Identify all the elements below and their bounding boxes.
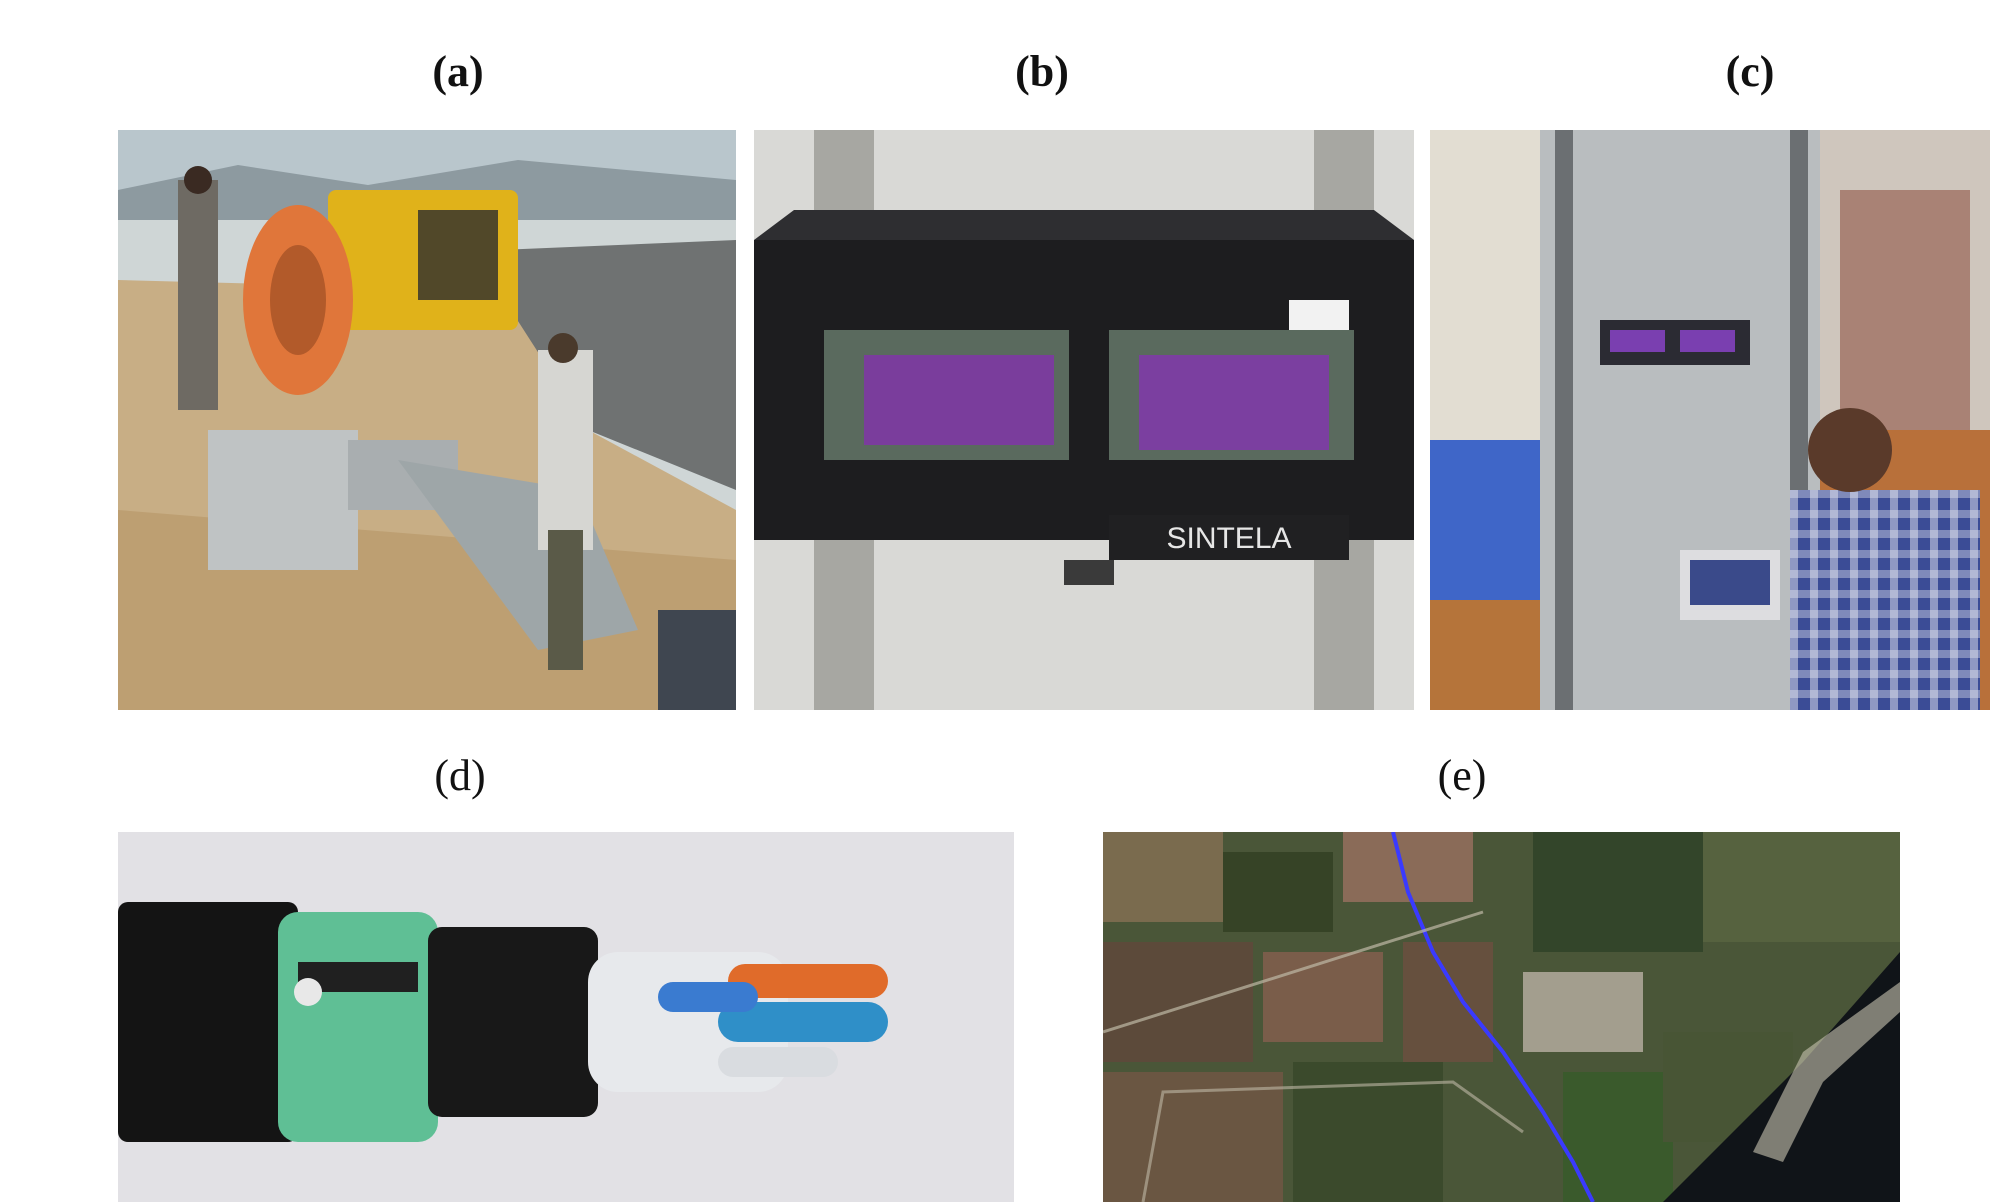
panel-label-a: (a) xyxy=(432,47,484,96)
photo-control-room xyxy=(1430,130,1990,710)
device-brand-text: SINTELA xyxy=(1166,522,1291,555)
photo-fiber-cable xyxy=(118,832,1014,1202)
panel-label-b: (b) xyxy=(1015,47,1069,96)
panel-label-e: (e) xyxy=(1437,751,1487,800)
photo-cable-laying xyxy=(118,130,736,710)
panel-label-c: (c) xyxy=(1725,47,1775,96)
photo-das-interrogator: SINTELA xyxy=(754,130,1414,710)
satellite-route-map xyxy=(1103,832,1900,1202)
panel-label-d: (d) xyxy=(434,751,486,800)
